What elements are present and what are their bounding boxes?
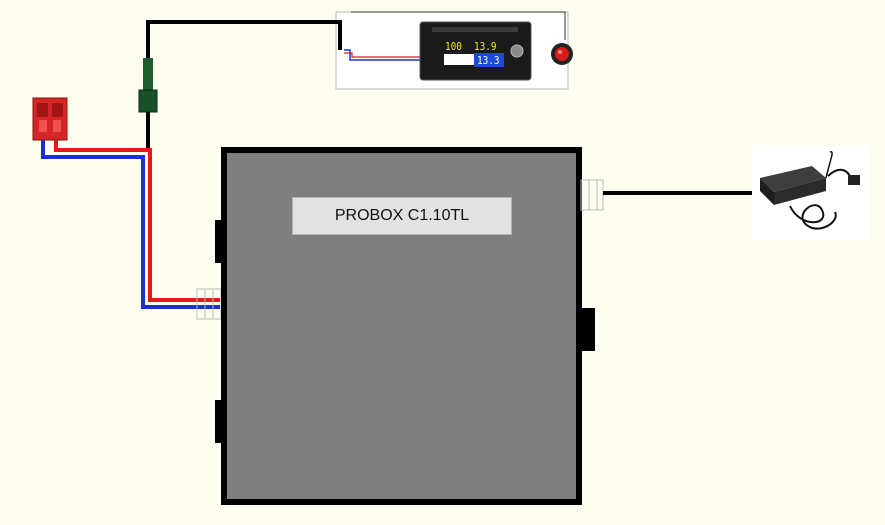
right-cable-gland: [580, 179, 604, 211]
left-tab-lower: [215, 400, 224, 443]
power-switch-icon: [551, 43, 573, 65]
battery-level-bar: [444, 54, 474, 65]
left-tab-upper: [215, 220, 224, 263]
battery-monitor: [419, 21, 532, 81]
right-tab: [579, 308, 595, 351]
positive-wire: [54, 140, 220, 302]
fuse-holder-cap: [138, 89, 158, 113]
negative-wire: [41, 140, 220, 309]
monitor-pos-lead: [344, 52, 420, 58]
monitor-secondary-readout: 13.3: [477, 54, 500, 67]
anderson-connector: [32, 97, 68, 141]
monitor-voltage-readout: 13.9: [474, 40, 497, 53]
left-cable-gland: [196, 288, 222, 320]
monitor-feed-wire: [146, 20, 342, 150]
monitor-switch-wire: [351, 11, 566, 40]
monitor-percent-readout: 100: [445, 40, 462, 53]
enclosure-label: PROBOX C1.10TL: [292, 197, 512, 235]
fuse-holder-body: [143, 58, 153, 93]
monitor-neg-lead: [344, 49, 420, 61]
power-adapter-icon: [752, 145, 870, 240]
monitor-sensor-icon: [510, 44, 524, 58]
